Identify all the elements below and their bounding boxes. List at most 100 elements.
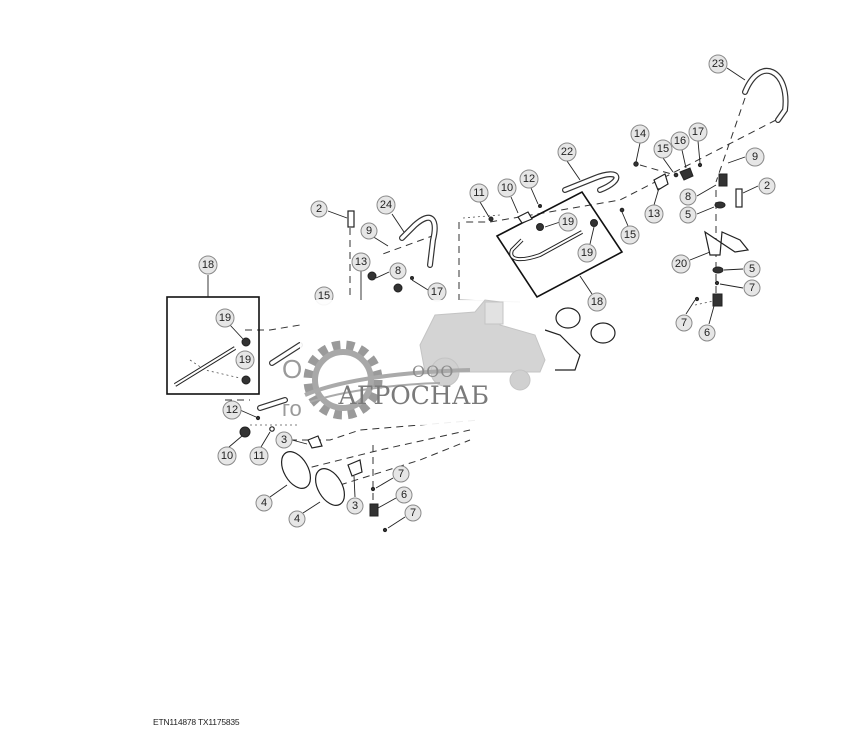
callout-17[interactable]: 17 (688, 122, 708, 142)
washer-5-bottom (712, 266, 724, 274)
svg-text:3: 3 (352, 500, 358, 512)
svg-text:17: 17 (692, 126, 704, 138)
callout-22[interactable]: 22 (557, 142, 577, 162)
callout-2[interactable]: 2 (758, 177, 776, 195)
fitting-6-bottom (369, 503, 379, 517)
tube-18 (173, 230, 583, 387)
svg-text:15: 15 (657, 143, 669, 155)
svg-text:7: 7 (749, 282, 755, 294)
callout-19[interactable]: 19 (577, 243, 597, 263)
ball-7-right-2 (694, 296, 700, 302)
svg-text:20: 20 (675, 258, 687, 270)
kit-18-right-frame (495, 190, 624, 299)
callout-12[interactable]: 12 (519, 169, 539, 189)
callout-9[interactable]: 9 (360, 222, 378, 240)
svg-text:19: 19 (581, 247, 593, 259)
callout-12[interactable]: 12 (222, 400, 242, 420)
callout-5[interactable]: 5 (679, 206, 697, 224)
fitting-10-bottom (239, 426, 251, 438)
svg-text:9: 9 (366, 225, 372, 237)
callout-11[interactable]: 11 (249, 446, 269, 466)
plug-11-top (488, 216, 494, 222)
svg-text:16: 16 (674, 135, 686, 147)
callout-24[interactable]: 24 (376, 195, 396, 215)
svg-text:5: 5 (749, 263, 755, 275)
bracket-20 (704, 230, 750, 256)
svg-text:10: 10 (501, 182, 513, 194)
svg-text:7: 7 (398, 468, 404, 480)
callout-7[interactable]: 7 (743, 279, 761, 297)
valve-port-1 (555, 307, 581, 329)
callout-19[interactable]: 19 (235, 350, 255, 370)
callout-7[interactable]: 7 (392, 465, 410, 483)
callout-16[interactable]: 16 (670, 131, 690, 151)
valve-housing (544, 329, 581, 371)
callout-8[interactable]: 8 (679, 188, 697, 206)
svg-text:10: 10 (221, 450, 233, 462)
callouts: 23 14 15 16 17 9 22 12 10 11 13 8 5 2 19… (198, 54, 776, 528)
svg-text:3: 3 (281, 434, 287, 446)
callout-20[interactable]: 20 (671, 254, 691, 274)
svg-text:12: 12 (226, 404, 238, 416)
callout-6[interactable]: 6 (698, 324, 716, 342)
callout-15[interactable]: 15 (653, 139, 673, 159)
svg-text:14: 14 (634, 128, 646, 140)
fittings (239, 161, 750, 533)
callout-4[interactable]: 4 (255, 494, 273, 512)
callout-9[interactable]: 9 (745, 147, 765, 167)
clip-3-a (307, 435, 323, 449)
callout-10[interactable]: 10 (217, 446, 237, 466)
callout-7[interactable]: 7 (404, 504, 422, 522)
svg-text:15: 15 (624, 229, 636, 241)
fitting-16 (679, 167, 694, 181)
callout-15[interactable]: 15 (620, 225, 640, 245)
svg-text:15: 15 (318, 290, 330, 302)
svg-text:11: 11 (473, 187, 484, 199)
callout-14[interactable]: 14 (630, 124, 650, 144)
callout-19[interactable]: 19 (215, 308, 235, 328)
callout-23[interactable]: 23 (708, 54, 728, 74)
callout-11[interactable]: 11 (469, 183, 489, 203)
callout-19[interactable]: 19 (558, 212, 578, 232)
svg-text:19: 19 (219, 312, 231, 324)
callout-18[interactable]: 18 (198, 255, 218, 275)
callout-3[interactable]: 3 (275, 431, 293, 449)
callout-10[interactable]: 10 (497, 178, 517, 198)
svg-text:8: 8 (395, 265, 401, 277)
watermark-fragment-go: го (282, 396, 302, 421)
ball-7-bottom (370, 486, 376, 492)
pin-2-right (735, 188, 743, 208)
valve-port-2 (590, 322, 616, 344)
ball-12-top (538, 204, 542, 208)
assembly-lines (189, 97, 777, 500)
figure-reference-code: ETN114878 TX1175835 (153, 717, 240, 727)
svg-text:7: 7 (681, 317, 687, 329)
callout-8[interactable]: 8 (389, 262, 407, 280)
svg-text:2: 2 (316, 203, 322, 215)
fitting-8-right (718, 173, 728, 187)
ball-7-bottom-2 (382, 527, 388, 533)
svg-text:17: 17 (431, 286, 443, 298)
callout-18[interactable]: 18 (587, 292, 607, 312)
callout-17[interactable]: 17 (427, 282, 447, 302)
fitting-10-top (517, 211, 533, 224)
callout-13[interactable]: 13 (644, 204, 664, 224)
callout-7[interactable]: 7 (675, 314, 693, 332)
callout-6[interactable]: 6 (395, 486, 413, 504)
callout-5[interactable]: 5 (743, 260, 761, 278)
ball-15 (673, 172, 679, 178)
svg-text:18: 18 (202, 259, 214, 271)
callout-2[interactable]: 2 (310, 200, 328, 218)
ball-17 (697, 162, 703, 168)
callout-3[interactable]: 3 (346, 497, 364, 515)
svg-text:19: 19 (562, 216, 574, 228)
plug-11-bottom (269, 426, 275, 432)
kit-18-left-frame (166, 296, 260, 395)
svg-text:19: 19 (239, 354, 251, 366)
svg-text:7: 7 (410, 507, 416, 519)
svg-text:9: 9 (752, 151, 758, 163)
callout-4[interactable]: 4 (288, 510, 306, 528)
callout-13[interactable]: 13 (351, 252, 371, 272)
svg-text:12: 12 (523, 173, 535, 185)
